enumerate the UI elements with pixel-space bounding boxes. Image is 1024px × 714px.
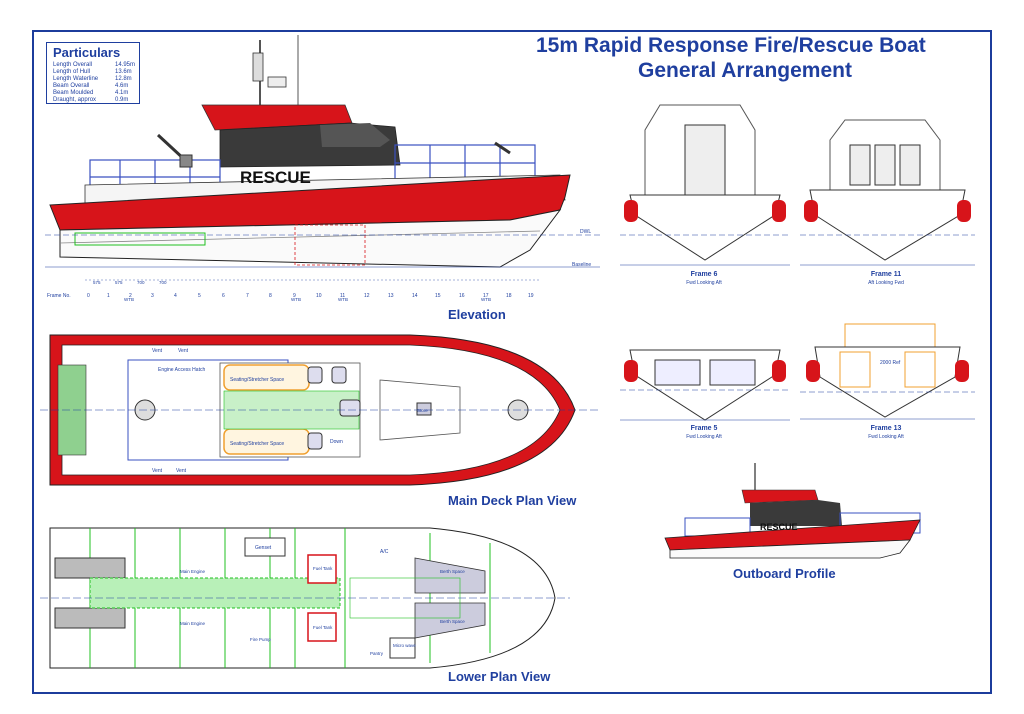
row-label: Length Waterline [53,76,99,82]
frame-sub-label: Fwd Looking Aft [686,434,722,440]
drawing-subtitle: General Arrangement [638,59,852,82]
berth-label: Berth Space [440,569,465,574]
outboard-caption: Outboard Profile [733,566,836,581]
dwl-label: DWL [580,229,591,235]
seating-label: Seating/Stretcher Space [230,441,284,447]
frame-label: Frame 6 [690,271,718,278]
microwave-label: Micro wave [393,643,416,648]
spacing-label: 700 [159,280,167,285]
dimension-label: 2000 Ref [880,360,901,366]
frame-number: 7 [246,293,249,299]
particulars-row: Beam Moulded 4.1m [53,90,133,96]
frame-number: 5 [198,293,201,299]
lower-plan-caption: Lower Plan View [448,669,551,684]
row-value: 14.95m [115,62,136,68]
vent-label: Vent [152,348,163,354]
frame-number: 0 [87,293,90,299]
frame-11-section [800,119,975,266]
particulars-row: Length Waterline 12.8m [53,76,133,82]
frame-number: 10 [316,293,322,299]
frame-number: 13 [388,293,394,299]
spacing-label: 700 [137,280,145,285]
wtb-label: WTB [481,297,491,302]
fire-pump-label: Fire Pump [250,637,271,642]
frame-13-section: 2000 Ref [800,323,975,420]
frame-sub-label: Fwd Looking Aft [868,434,904,440]
spacing-label: 575 [115,280,123,285]
fuel-tank-label: Fuel Tank [313,625,333,630]
frame-sub-label: Fwd Looking Aft [686,280,722,286]
frame-number: 16 [459,293,465,299]
frame-5-section [620,349,790,421]
frame-number: 6 [222,293,225,299]
particulars-row: Beam Overall 4.6m [53,83,133,89]
pantry-label: Pantry [370,651,384,656]
wtb-label: WTB [338,297,348,302]
lower-plan-drawing: Genset Main Engine Main Engine Fire Pump… [40,527,570,669]
main-deck-caption: Main Deck Plan View [448,493,577,508]
frame-number: 18 [506,293,512,299]
row-value: 13.6m [115,69,132,75]
row-value: 4.1m [115,90,129,96]
frame-number: 8 [269,293,272,299]
drawing-title: 15m Rapid Response Fire/Rescue Boat [536,34,926,57]
frame-number: 4 [174,293,177,299]
frame-number: 2 [129,293,132,299]
main-engine-label: Main Engine [180,621,206,626]
engine-hatch-label: Engine Access Hatch [158,367,205,373]
frame-number: 12 [364,293,370,299]
frame-number: 17 [483,293,489,299]
particulars-row: Length Overall 14.95m [53,62,136,68]
outboard-rescue-text: RESCUE [760,522,798,532]
frame-number: 3 [151,293,154,299]
frame-number: 15 [435,293,441,299]
row-label: Length Overall [53,62,93,68]
wtb-label: WTB [291,297,301,302]
baseline-label: Baseline [572,262,591,268]
main-engine-label: Main Engine [180,569,206,574]
particulars-row: Length of Hull 13.6m [53,69,133,75]
particulars-box: Particulars Length Overall 14.95m Length … [46,42,140,104]
main-deck-plan-drawing: Vent Vent Vent Vent Engine Access Hatch … [40,334,600,486]
ac-label: A/C [380,549,389,555]
seating-label: Seating/Stretcher Space [230,377,284,383]
particulars-heading: Particulars [53,45,121,60]
hull-rescue-text: RESCUE [240,168,311,187]
frame-label: Frame 5 [690,425,718,432]
frame-label: Frame 13 [870,425,902,432]
row-value: 0.9m [115,97,129,103]
genset-label: Genset [255,545,272,551]
frame-no-label: Frame No. [47,293,71,299]
row-label: Beam Moulded [53,90,94,96]
berth-label: Berth Space [440,619,465,624]
down-label: Down [330,439,343,445]
elevation-caption: Elevation [448,307,506,322]
store-label: Store [417,408,428,413]
vent-label: Vent [176,468,187,474]
frame-sub-label: Aft Looking Fwd [868,280,904,286]
elevation-drawing: DWL Baseline RESCUE Frame No. 0 1 2 3 4 … [45,35,600,302]
row-value: 12.8m [115,76,132,82]
fuel-tank-label: Fuel Tank [313,566,333,571]
outboard-profile-drawing: RESCUE [664,463,921,559]
vent-label: Vent [152,468,163,474]
frame-number: 11 [340,293,345,299]
row-label: Beam Overall [53,83,90,89]
wtb-label: WTB [124,297,134,302]
frame-number: 9 [293,293,296,299]
frame-number: 1 [107,293,110,299]
frame-6-section [620,104,790,266]
frame-number: 14 [412,293,418,299]
particulars-row: Draught, approx 0.9m [53,97,133,103]
vent-label: Vent [178,348,189,354]
row-value: 4.6m [115,83,129,89]
row-label: Draught, approx [53,97,97,103]
frame-label: Frame 11 [870,271,902,278]
row-label: Length of Hull [53,69,91,75]
frame-ticks: Frame No. 0 1 2 3 4 5 6 7 8 9 10 11 12 1… [47,280,534,302]
frame-number: 19 [528,293,534,299]
spacing-label: 575 [93,280,101,285]
